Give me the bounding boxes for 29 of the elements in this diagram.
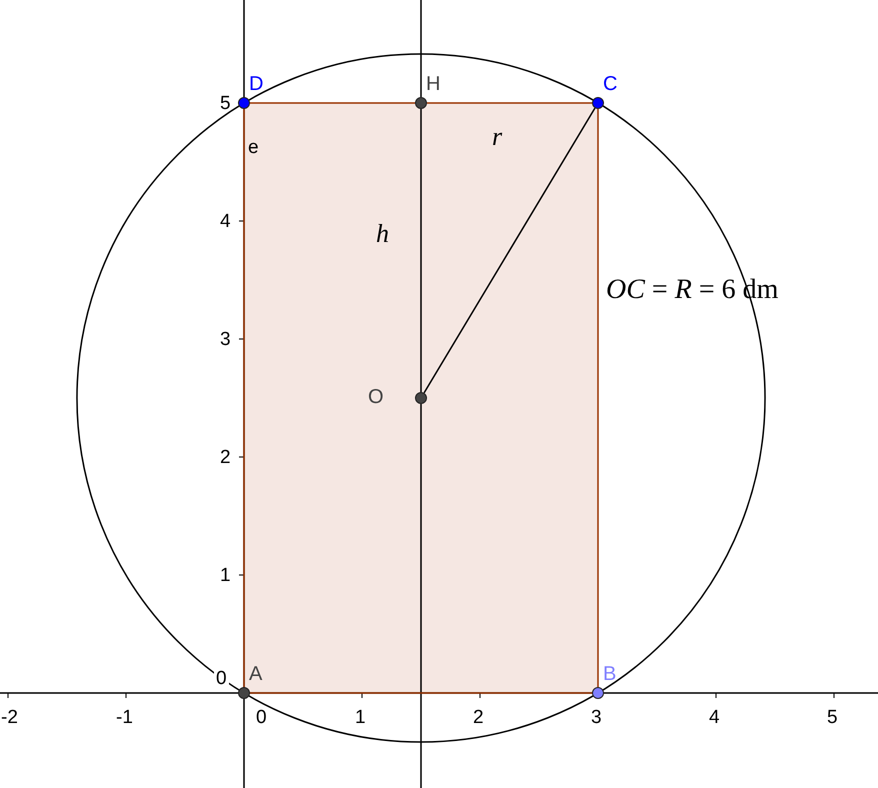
math-label: r <box>492 124 502 150</box>
line-segment <box>420 109 422 392</box>
tick-label: 0 <box>256 708 267 727</box>
point-label: D <box>249 74 264 94</box>
tick-label: 1 <box>355 708 366 727</box>
tick-label: 5 <box>220 94 231 113</box>
tick-label: 1 <box>220 566 231 585</box>
line-segment <box>423 108 596 394</box>
tick-label: 2 <box>473 708 484 727</box>
tick-label: 2 <box>220 448 231 467</box>
tick-label: 4 <box>709 708 720 727</box>
line-segment <box>250 102 415 104</box>
text-label: e <box>248 138 259 157</box>
tick-label: 5 <box>827 708 838 727</box>
tick-label: 3 <box>591 708 602 727</box>
point-label: C <box>603 74 618 94</box>
point-label: A <box>249 664 262 684</box>
tick-label: -1 <box>116 708 133 727</box>
line-segment <box>597 109 599 687</box>
point-label: O <box>368 387 384 407</box>
line-segment <box>250 692 592 694</box>
point-label: H <box>426 74 440 94</box>
edge-label: h <box>376 220 389 246</box>
tick-label: -2 <box>1 708 18 727</box>
tick-label: 4 <box>220 212 231 231</box>
point-label: B <box>603 664 616 684</box>
line-segment <box>243 109 245 687</box>
line-segment <box>427 102 592 104</box>
tick-label: 3 <box>220 330 231 349</box>
